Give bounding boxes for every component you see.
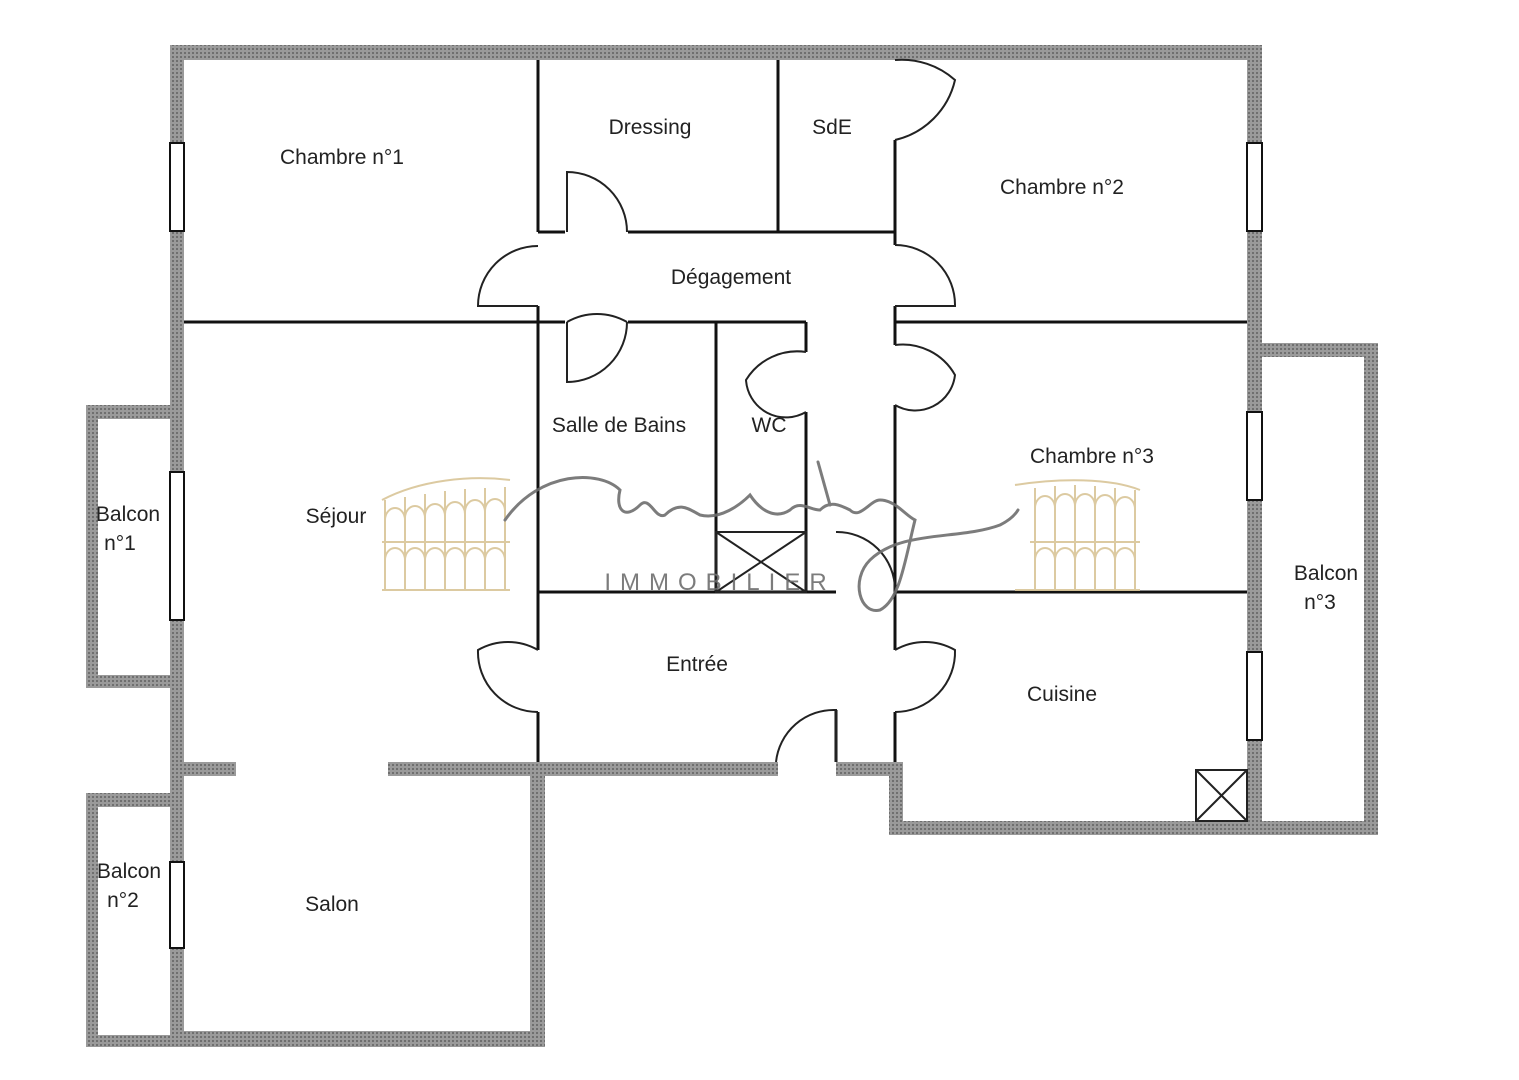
shaft-wc [715, 531, 807, 593]
label-salle-de-bains: Salle de Bains [552, 414, 686, 437]
exterior-walls [86, 45, 1378, 1047]
door-swings [476, 58, 957, 763]
label-sejour: Séjour [306, 505, 367, 528]
label-cuisine: Cuisine [1027, 683, 1097, 706]
label-entree: Entrée [666, 653, 728, 676]
colosseum-logo-left [381, 477, 511, 591]
label-chambre-3: Chambre n°3 [1030, 445, 1154, 468]
label-dressing: Dressing [609, 116, 692, 139]
shaft-cuisine [1195, 769, 1248, 822]
colosseum-logo-right [1014, 479, 1141, 591]
label-wc: WC [752, 414, 787, 437]
label-balcon-1-line1: Balcon [96, 503, 160, 526]
label-balcon-1-line2: n°1 [104, 532, 136, 555]
label-balcon-2-line2: n°2 [107, 889, 139, 912]
label-sde: SdE [812, 116, 852, 139]
label-chambre-2: Chambre n°2 [1000, 176, 1124, 199]
room-labels: Chambre n°1 Dressing SdE Chambre n°2 Dég… [96, 116, 1358, 916]
label-degagement: Dégagement [671, 266, 791, 289]
label-balcon-2-line1: Balcon [97, 860, 161, 883]
label-salon: Salon [305, 893, 359, 916]
watermark: IMMOBILIER [381, 460, 1141, 612]
watermark-subtitle: IMMOBILIER [604, 569, 835, 596]
label-chambre-1: Chambre n°1 [280, 146, 404, 169]
montaury-signature [503, 460, 1020, 612]
windows [169, 142, 1263, 949]
label-balcon-3-line2: n°3 [1304, 591, 1336, 614]
label-balcon-3-line1: Balcon [1294, 562, 1358, 585]
